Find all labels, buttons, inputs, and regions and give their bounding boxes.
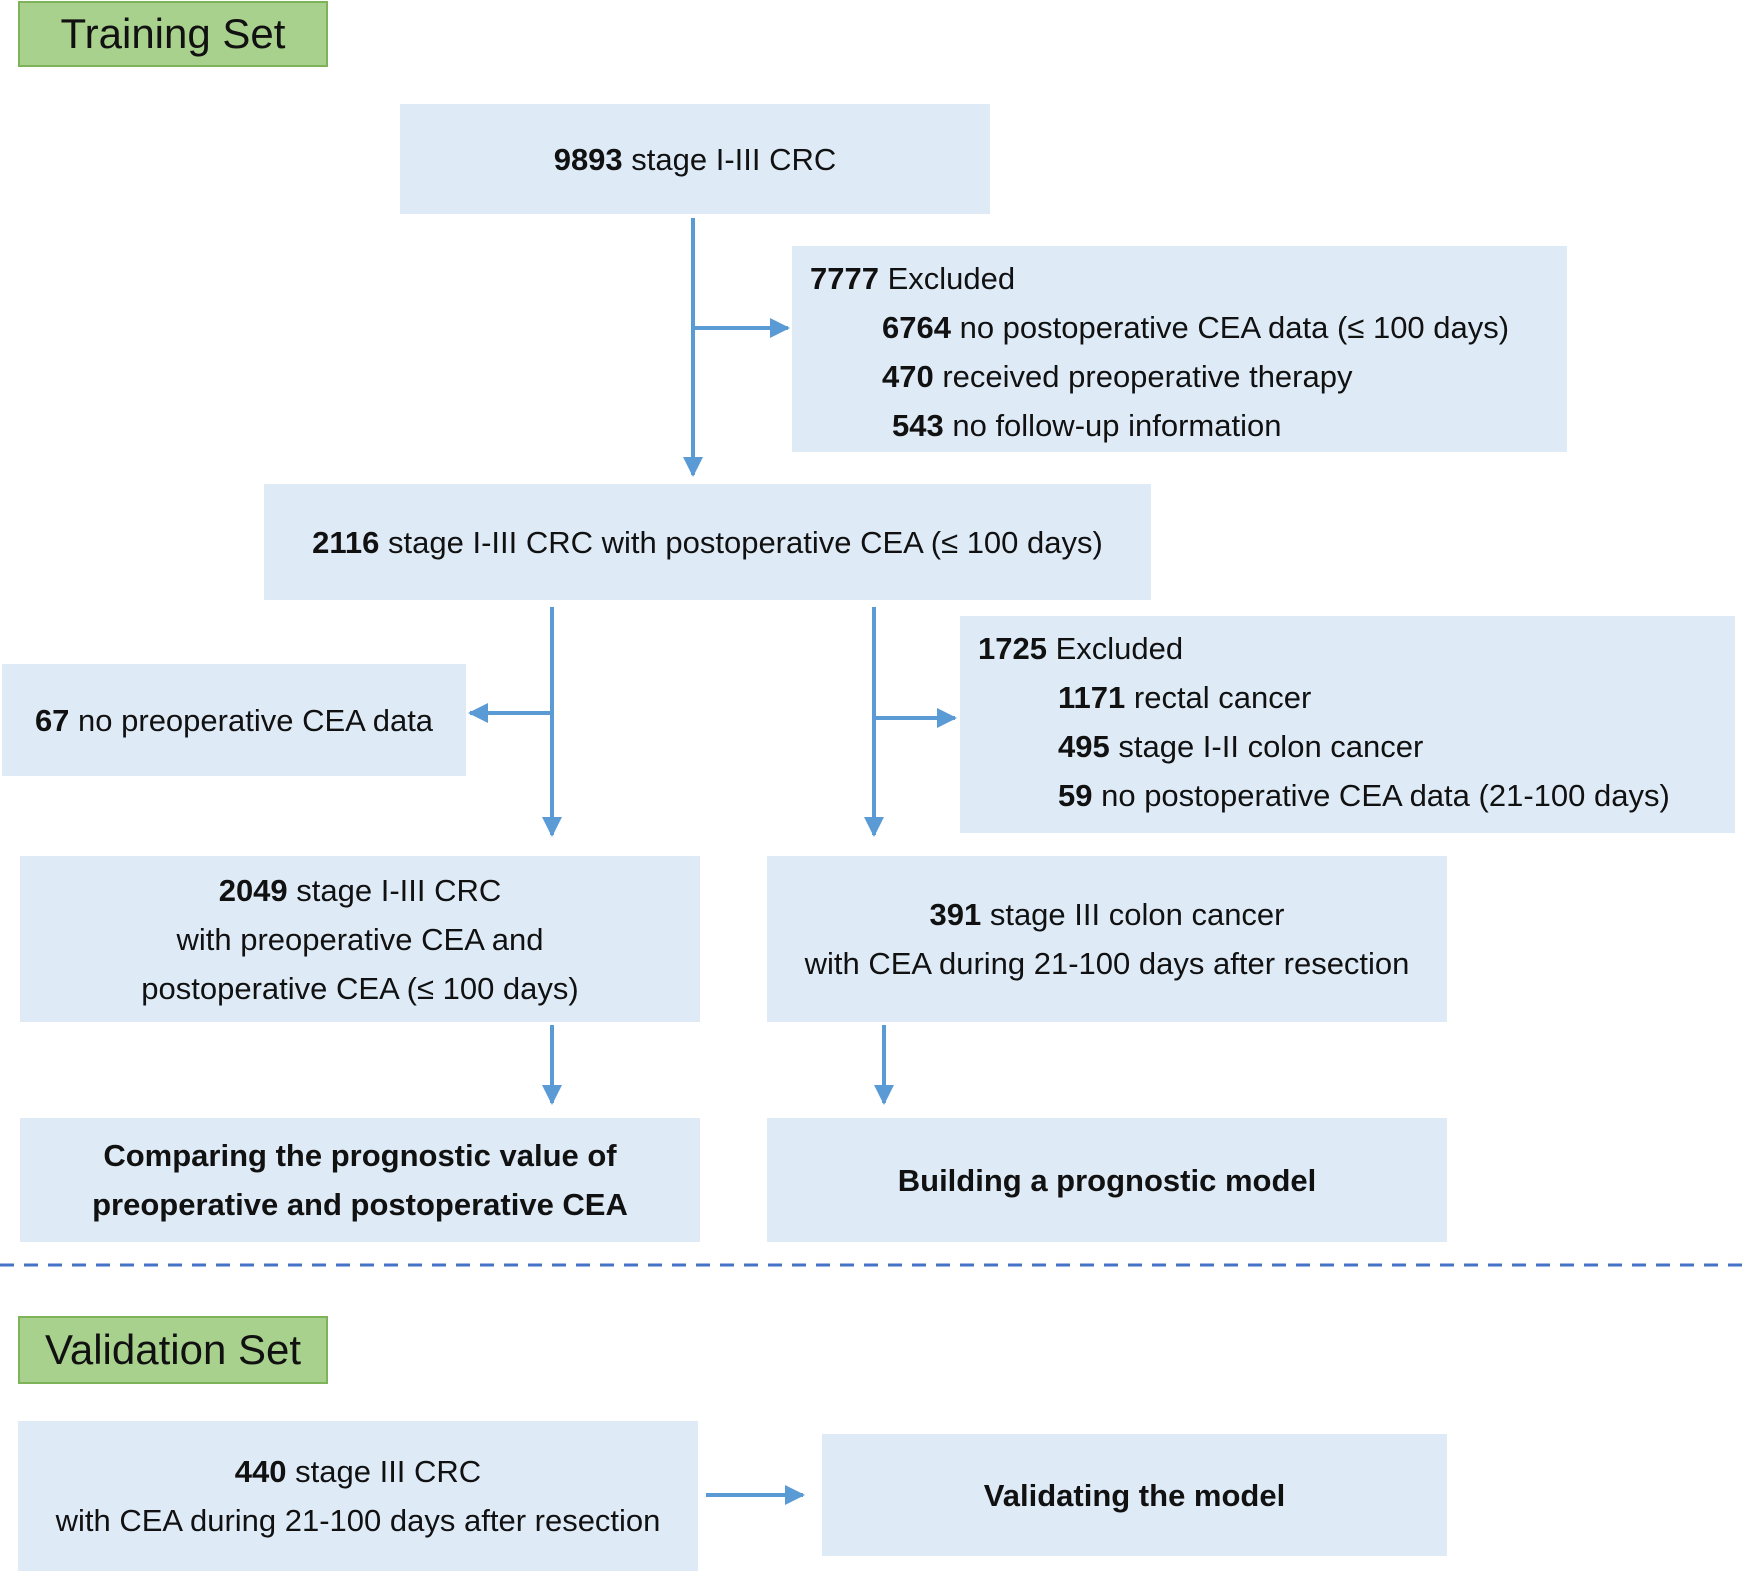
validation-set-text: Validation Set [44,1326,302,1373]
excl2-item: 59 no postoperative CEA data (21-100 day… [1058,778,1670,813]
validation-set-label: Validation Set [18,1316,328,1384]
excl1-item: 6764 no postoperative CEA data (≤ 100 da… [882,310,1510,345]
excl1-item: 543 no follow-up information [892,408,1282,443]
prepost-count: 2049 [218,872,288,908]
prepost-line3: postoperative CEA (≤ 100 days) [141,970,579,1006]
excl1-item: 470 received preoperative therapy [882,359,1353,394]
nopreop-count: 67 [34,702,70,738]
nopreop-label: no preoperative CEA data [69,702,434,738]
val-line2: with CEA during 21-100 days after resect… [55,1503,661,1538]
build-model-box: Building a prognostic model [767,1118,1447,1242]
compare-outcome-box: Comparing the prognostic value of preope… [20,1118,700,1242]
exclusion-box-1: 7777 Excluded 6764 no postoperative CEA … [792,246,1567,452]
total-cohort-box: 9893 stage I-III CRC [400,104,990,214]
training-set-label: Training Set [18,1,328,67]
stage3-line2: with CEA during 21-100 days after resect… [804,946,1410,981]
postop-label: stage I-III CRC with postoperative CEA (… [379,524,1103,560]
build-text: Building a prognostic model [897,1162,1317,1198]
excl2-count: 1725 [978,631,1047,666]
pre-post-cea-box: 2049 stage I-III CRC with preoperative C… [20,856,700,1022]
excl1-label: Excluded [878,261,1016,296]
no-preop-box: 67 no preoperative CEA data [2,664,466,776]
validate-model-box: Validating the model [822,1434,1447,1556]
postop-cea-box: 2116 stage I-III CRC with postoperative … [264,484,1151,600]
excl2-item: 495 stage I-II colon cancer [1058,729,1424,764]
postop-count: 2116 [312,524,380,560]
stage3-colon-box: 391 stage III colon cancer with CEA duri… [767,856,1447,1022]
total-label: stage I-III CRC [622,141,837,177]
validate-text: Validating the model [983,1477,1286,1513]
total-count: 9893 [553,141,623,177]
training-set-text: Training Set [60,10,286,57]
val-label: stage III CRC [286,1454,482,1489]
stage3-count: 391 [929,897,982,932]
compare-line2: preoperative and postoperative CEA [92,1187,628,1222]
validation-cohort-box: 440 stage III CRC with CEA during 21-100… [18,1421,698,1571]
exclusion-box-2: 1725 Excluded 1171 rectal cancer 495 sta… [960,616,1735,833]
excl2-item: 1171 rectal cancer [1058,680,1312,715]
compare-line1: Comparing the prognostic value of [103,1138,617,1173]
excl1-count: 7777 [810,261,879,296]
prepost-line2: with preoperative CEA and [176,921,544,957]
val-count: 440 [234,1454,287,1489]
excl2-label: Excluded [1046,631,1184,666]
stage3-label: stage III colon cancer [981,897,1285,932]
prepost-label: stage I-III CRC [287,872,502,908]
